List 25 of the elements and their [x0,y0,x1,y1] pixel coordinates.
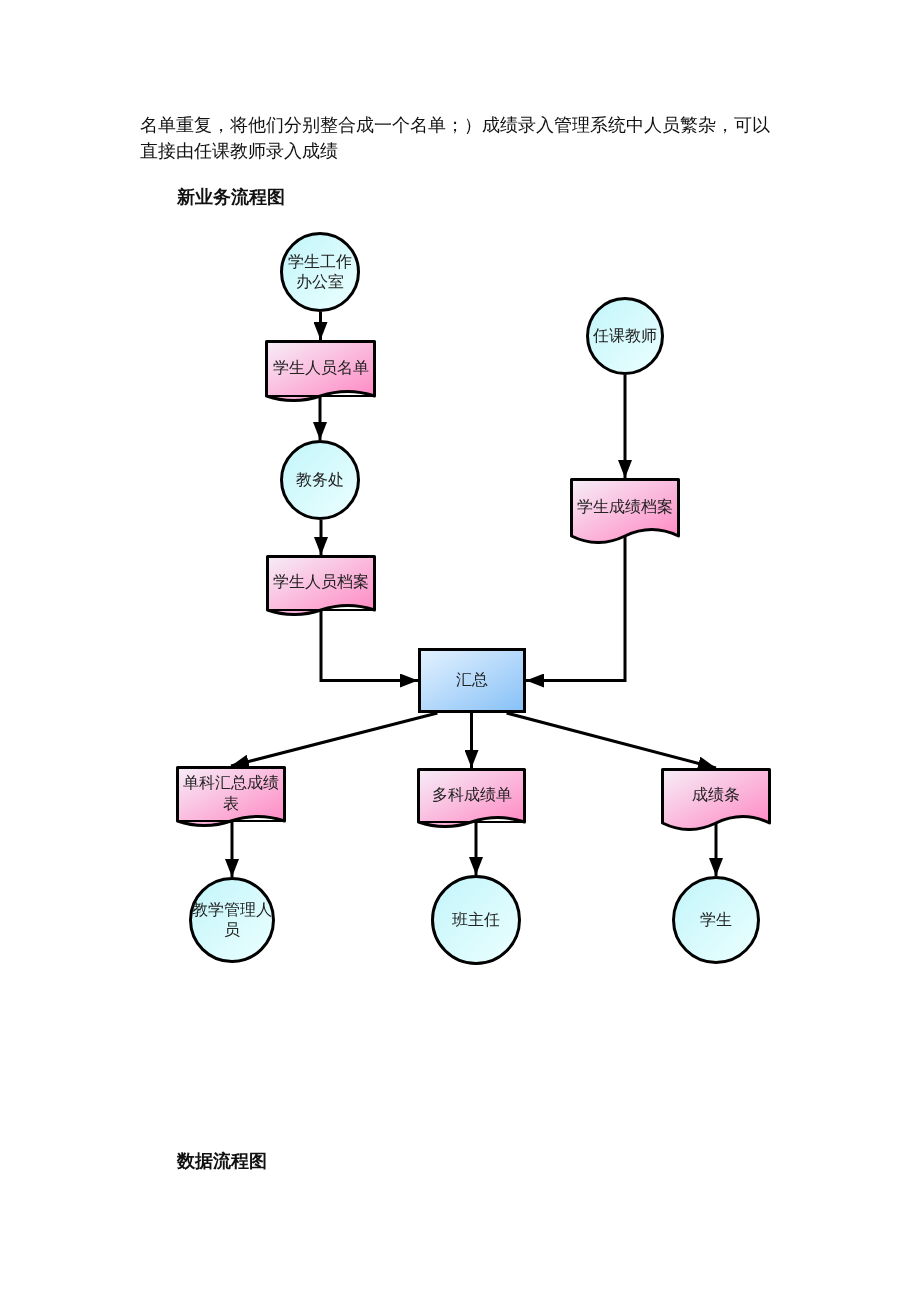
process-box: 汇总 [418,648,526,713]
document-node: 学生人员档案 [266,555,376,616]
circle-node: 学生 [672,876,760,964]
heading: 新业务流程图 [177,185,285,209]
circle-node: 班主任 [431,875,521,965]
document-node: 多科成绩单 [417,768,526,828]
document-node: 成绩条 [661,768,771,831]
circle-node: 任课教师 [586,297,664,375]
heading: 数据流程图 [177,1149,267,1173]
document-node: 学生成绩档案 [570,478,680,544]
arrow [526,536,627,688]
arrow [225,820,239,877]
arrow [313,312,328,340]
arrow [319,610,418,688]
circle-node: 教务处 [280,440,360,520]
arrow [313,396,327,440]
document-node: 单科汇总成绩表 [176,766,286,827]
arrow [618,375,632,478]
circle-node: 学生工作办公室 [280,232,360,312]
paragraph: 名单重复，将他们分别整合成一个名单；）成绩录入管理系统中人员繁杂，可以直接由任课教师录入成绩 [140,113,771,163]
arrow [709,823,723,876]
arrow [314,520,328,555]
arrow [469,820,483,875]
arrow [464,713,479,768]
document-node: 学生人员名单 [265,340,376,402]
